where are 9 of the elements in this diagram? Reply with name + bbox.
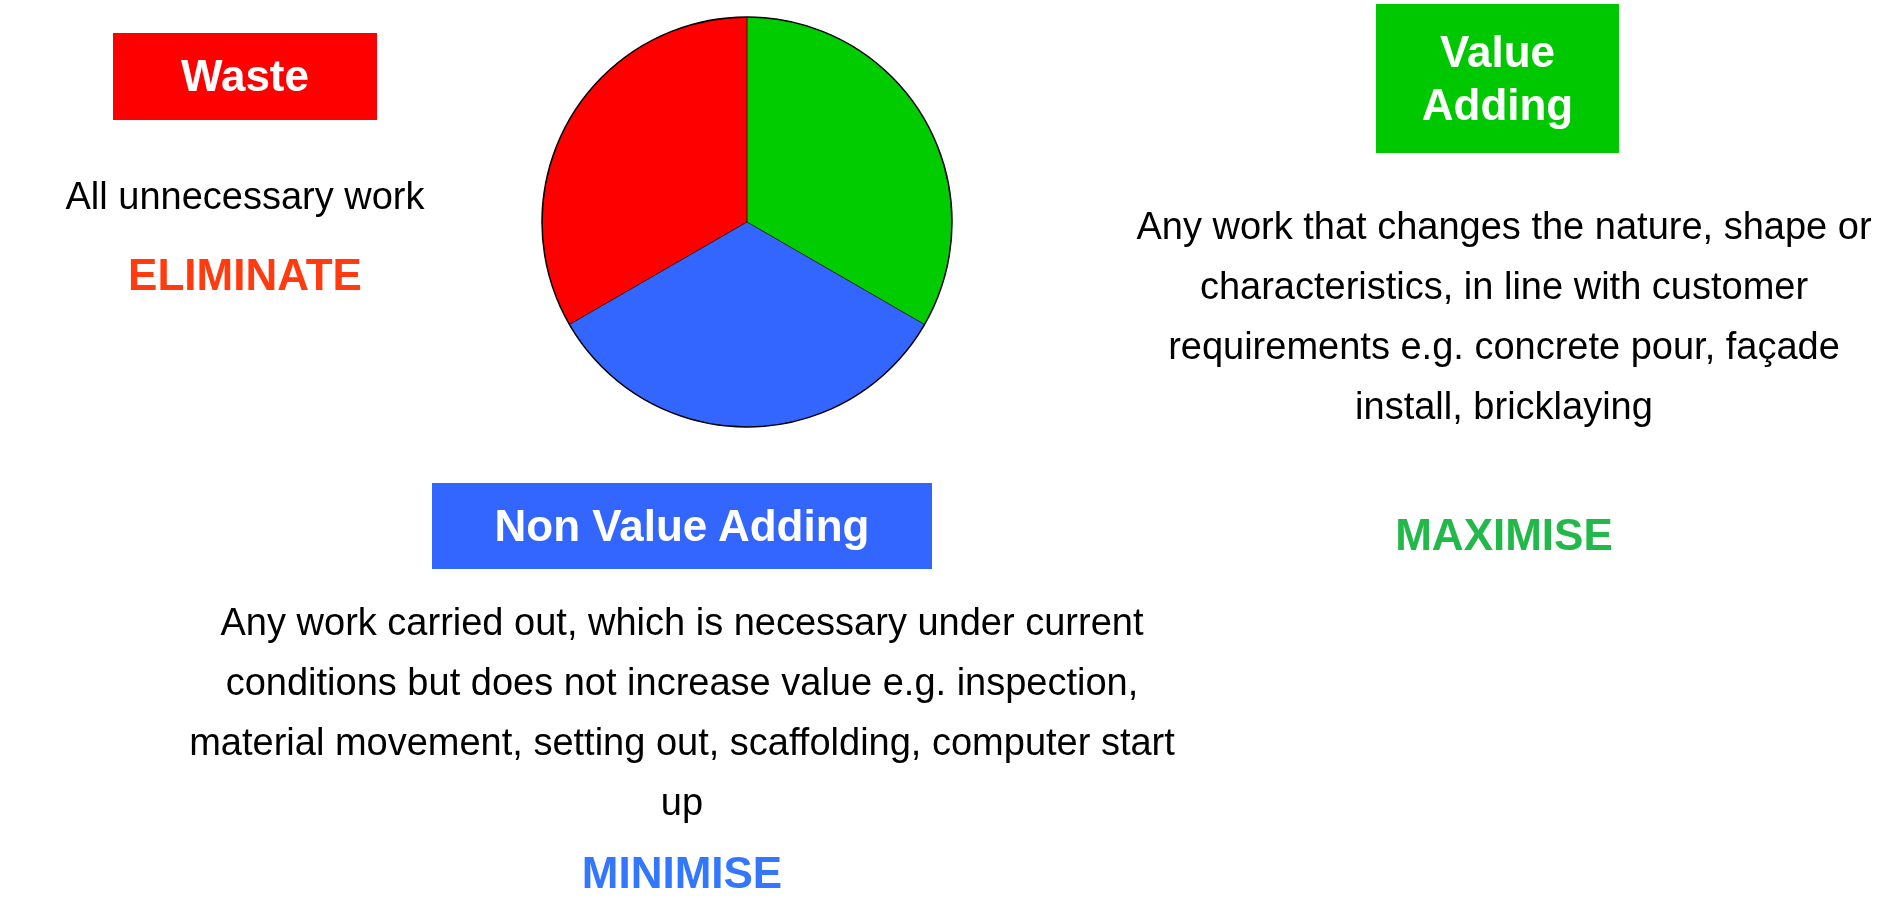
action-text: MINIMISE (580, 848, 784, 898)
action-text: ELIMINATE (127, 250, 363, 300)
category-label: Waste (113, 33, 377, 120)
action-text: MAXIMISE (1394, 510, 1614, 560)
description-text: Any work carried out, which is necessary under current conditions but does not increase value e.g. inspection, material movement, setting out, scaffolding, computer start up (188, 600, 1176, 825)
description-text: All unnecessary work (64, 174, 426, 219)
description-text: Any work that changes the nature, shape or characteristics, in line with customer requirements e.g. concrete pour, façade install, bricklaying (1135, 204, 1873, 429)
category-label: Value Adding (1376, 4, 1619, 153)
category-label: Non Value Adding (432, 483, 932, 569)
